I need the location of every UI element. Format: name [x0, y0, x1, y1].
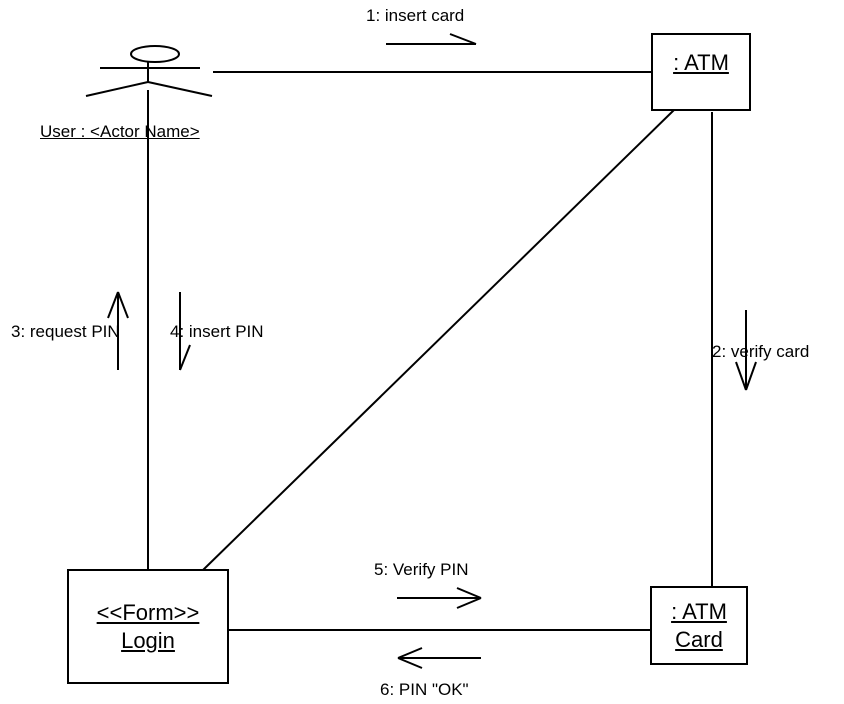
- atm-card-line1: : ATM: [671, 598, 727, 624]
- message-insert-pin: 4: insert PIN: [170, 322, 264, 341]
- login-stereotype-label: <<Form>>: [96, 599, 200, 625]
- atm-card-line2: Card: [675, 626, 723, 652]
- atm-object-label: : ATM: [673, 50, 729, 75]
- arrow-verify-card: [735, 310, 757, 391]
- link-atm-login: [202, 109, 675, 571]
- message-verify-pin: 5: Verify PIN: [374, 560, 469, 579]
- message-verify-card: 2: verify card: [712, 342, 810, 361]
- actor-name-label: User : <Actor Name>: [40, 122, 200, 141]
- arrow-insert-pin: [179, 292, 191, 371]
- message-insert-card: 1: insert card: [366, 6, 465, 25]
- message-request-pin: 3: request PIN: [11, 322, 120, 341]
- atm-card-object: : ATM Card: [650, 586, 748, 665]
- message-pin-ok: 6: PIN "OK": [380, 680, 469, 699]
- atm-object: : ATM: [651, 33, 751, 111]
- arrow-insert-card: [386, 33, 477, 45]
- actor-figure: [85, 45, 213, 97]
- login-name-label: Login: [121, 627, 175, 653]
- login-form-object: <<Form>> Login: [67, 569, 229, 684]
- arrow-request-pin: [107, 291, 129, 370]
- arrow-pin-ok: [397, 647, 481, 669]
- arrow-verify-pin: [397, 587, 482, 609]
